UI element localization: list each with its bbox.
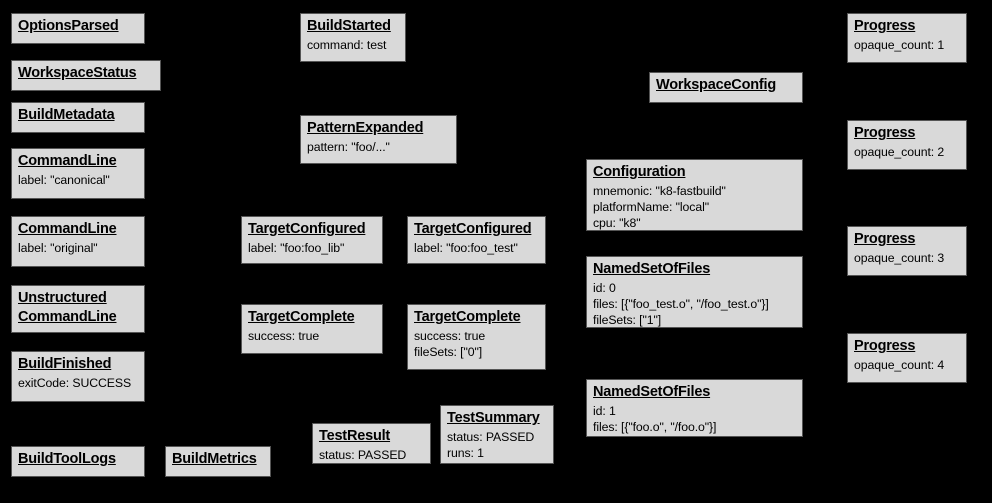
node-workspace-status[interactable]: WorkspaceStatus [11,60,161,91]
node-field: fileSets: ["0"] [414,345,483,360]
node-target-configured-foo-lib[interactable]: TargetConfigured label: "foo:foo_lib" [241,216,383,264]
node-title: BuildToolLogs [18,451,116,467]
node-unstructured-command-line[interactable]: Unstructured CommandLine [11,285,145,333]
node-field: opaque_count: 4 [854,357,945,372]
node-field: files: [{"foo.o", "/foo.o"}] [593,420,717,435]
node-title: BuildStarted [307,18,391,34]
node-title: TargetConfigured [414,221,532,237]
node-pattern-expanded[interactable]: PatternExpanded pattern: "foo/..." [300,115,457,164]
node-command-line-canonical[interactable]: CommandLine label: "canonical" [11,148,145,199]
node-test-result[interactable]: TestResult status: PASSED [312,423,431,464]
node-configuration[interactable]: Configuration mnemonic: "k8-fastbuild" pla… [586,159,803,231]
node-field: runs: 1 [447,446,484,461]
node-target-configured-foo-test[interactable]: TargetConfigured label: "foo:foo_test" [407,216,546,264]
node-target-complete-test[interactable]: TargetComplete success: true fileSets: ["0… [407,304,546,370]
node-field: label: "foo:foo_lib" [248,240,345,255]
node-title: TargetConfigured [248,221,366,237]
node-title: PatternExpanded [307,120,424,136]
node-title: TargetComplete [414,309,521,325]
node-title: OptionsParsed [18,18,119,34]
node-title: CommandLine [18,221,117,237]
node-title: Unstructured CommandLine [18,290,117,325]
node-field: command: test [307,37,387,52]
node-options-parsed[interactable]: OptionsParsed [11,13,145,44]
node-field: label: "foo:foo_test" [414,240,518,255]
node-field: status: PASSED [447,429,535,444]
node-title: BuildFinished [18,356,112,372]
node-field: status: PASSED [319,447,407,462]
node-named-set-of-files-0[interactable]: NamedSetOfFiles id: 0 files: [{"foo_test.o… [586,256,803,328]
node-title: Progress [854,18,916,34]
node-title: TestSummary [447,410,540,426]
node-title: BuildMetrics [172,451,257,467]
node-title: TestResult [319,428,391,444]
node-title: Progress [854,231,916,247]
node-build-started[interactable]: BuildStarted command: test [300,13,406,62]
node-field: fileSets: ["1"] [593,313,662,328]
node-field: opaque_count: 1 [854,37,945,52]
node-progress-2[interactable]: Progress opaque_count: 2 [847,120,967,170]
node-field: id: 0 [593,280,616,295]
node-field: success: true [248,328,320,343]
node-title: Configuration [593,164,686,180]
node-field: success: true [414,328,486,343]
node-workspace-config[interactable]: WorkspaceConfig [649,72,803,103]
node-field: opaque_count: 2 [854,144,945,159]
node-title: CommandLine [18,153,117,169]
node-build-finished[interactable]: BuildFinished exitCode: SUCCESS [11,351,145,402]
node-field: files: [{"foo_test.o", "/foo_test.o"}] [593,297,769,312]
node-build-tool-logs[interactable]: BuildToolLogs [11,446,145,477]
node-field: exitCode: SUCCESS [18,375,132,390]
node-title: TargetComplete [248,309,355,325]
node-field: pattern: "foo/..." [307,139,390,154]
node-test-summary[interactable]: TestSummary status: PASSED runs: 1 [440,405,554,464]
node-field: opaque_count: 3 [854,250,945,265]
node-progress-3[interactable]: Progress opaque_count: 3 [847,226,967,276]
node-title: NamedSetOfFiles [593,384,711,400]
node-field: label: "original" [18,240,98,255]
node-named-set-of-files-1[interactable]: NamedSetOfFiles id: 1 files: [{"foo.o", "/… [586,379,803,437]
node-build-metadata[interactable]: BuildMetadata [11,102,145,133]
node-title: WorkspaceConfig [656,77,777,93]
node-progress-1[interactable]: Progress opaque_count: 1 [847,13,967,63]
node-field: cpu: "k8" [593,216,641,231]
node-command-line-original[interactable]: CommandLine label: "original" [11,216,145,267]
node-progress-4[interactable]: Progress opaque_count: 4 [847,333,967,383]
node-target-complete-lib[interactable]: TargetComplete success: true [241,304,383,354]
node-title: Progress [854,338,916,354]
node-field: mnemonic: "k8-fastbuild" [593,183,726,198]
node-build-metrics[interactable]: BuildMetrics [165,446,271,477]
node-field: label: "canonical" [18,172,110,187]
node-title: Progress [854,125,916,141]
node-title: WorkspaceStatus [18,65,137,81]
node-title: BuildMetadata [18,107,115,123]
node-field: id: 1 [593,403,616,418]
node-title: NamedSetOfFiles [593,261,711,277]
node-field: platformName: "local" [593,200,709,215]
